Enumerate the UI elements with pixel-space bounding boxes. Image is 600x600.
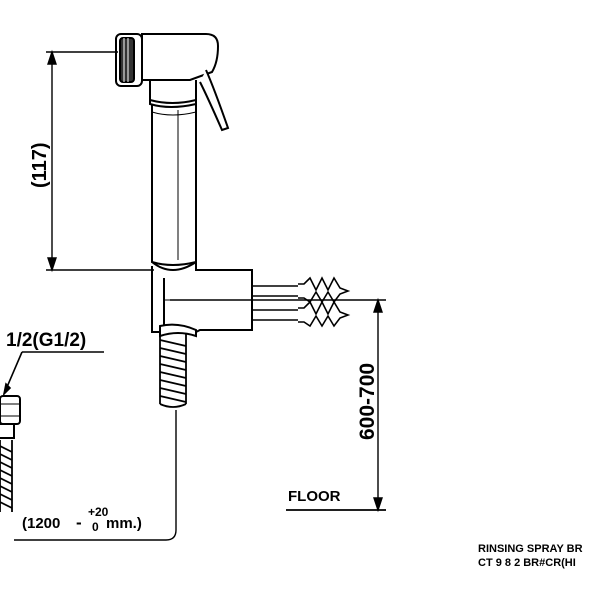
hose-lower — [0, 440, 13, 512]
hose-tolerance-sign: - — [76, 513, 82, 532]
title-line-2: CT 9 8 2 BR#CR(HI — [478, 557, 576, 569]
spray-handle — [151, 104, 197, 266]
hose-tolerance-upper: +20 — [88, 505, 109, 519]
spray-head — [115, 33, 230, 132]
thread-size-label: 1/2(G1/2) — [6, 330, 86, 351]
wall-holder — [151, 260, 253, 338]
mount-height-label: 600-700 — [356, 363, 379, 440]
wall-screw-bottom — [252, 300, 351, 328]
hose-upper — [159, 334, 187, 408]
thread-leader — [2, 351, 104, 397]
floor-label: FLOOR — [288, 488, 341, 505]
hose-tolerance-lower: 0 — [92, 520, 99, 534]
wall-screw-top — [252, 276, 351, 304]
hose-loop — [14, 410, 177, 541]
dimension-117-label: (117) — [29, 142, 51, 188]
dimension-117 — [46, 49, 154, 273]
hose-connector — [0, 395, 21, 439]
title-line-1: RINSING SPRAY BR — [478, 543, 583, 555]
hose-length-label: (1200 — [22, 515, 60, 532]
hose-unit-label: mm.) — [106, 515, 142, 532]
dimension-600-700 — [170, 297, 386, 513]
